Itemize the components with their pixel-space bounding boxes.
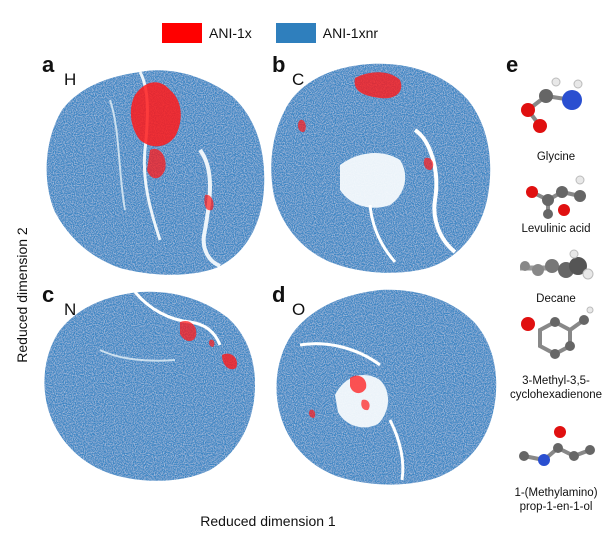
legend-item-ani1xnr: ANI-1xnr [275, 23, 392, 43]
panel-d-map [276, 289, 497, 485]
panel-letter-a: a [42, 52, 55, 77]
panel-letter-d: d [272, 282, 286, 307]
panel-d-ani1x-points [309, 375, 370, 418]
caption-decane: Decane [536, 293, 576, 305]
element-label-c: C [292, 70, 305, 89]
panel-letter-c: c [42, 282, 55, 307]
panel-c-ani1x-points [180, 320, 238, 370]
panel-c-map [44, 291, 255, 481]
element-label-o: O [292, 300, 306, 319]
panel-a-ani1x-points [130, 82, 214, 211]
caption-methylaminopropenol: 1-(Methylamino) prop-1-en-1-ol [514, 487, 598, 513]
legend-label-ani1xnr: ANI-1xnr [322, 25, 379, 41]
legend-label-ani1x: ANI-1x [209, 25, 252, 41]
methylaminopropenol-molecule-image [519, 426, 595, 466]
decane-molecule-image [520, 249, 594, 280]
caption-glycine: Glycine [536, 151, 576, 163]
element-label-n: N [64, 300, 77, 319]
legend: ANI-1x ANI-1xnr [162, 22, 392, 44]
glycine-molecule-image [521, 77, 583, 133]
caption-levulinic-acid: Levulinic acid [521, 223, 591, 235]
levulinic-acid-molecule-image [526, 175, 586, 219]
x-axis-label: Reduced dimension 1 [200, 513, 336, 529]
panel-b-map [271, 63, 491, 273]
y-axis-label: Reduced dimension 2 [14, 227, 30, 363]
legend-swatch-ani1x [162, 23, 202, 43]
legend-item-ani1x: ANI-1x [162, 23, 266, 43]
panel-b-ani1x-points [297, 72, 434, 171]
legend-swatch-ani1xnr [275, 23, 316, 43]
caption-methylcyclohexadienone: 3-Methyl-3,5- cyclohexadienone [509, 375, 603, 401]
methylcyclohexadienone-molecule-image [521, 306, 594, 359]
panel-letter-e: e [506, 52, 519, 77]
element-label-h: H [64, 70, 77, 89]
panel-letter-b: b [272, 52, 286, 77]
